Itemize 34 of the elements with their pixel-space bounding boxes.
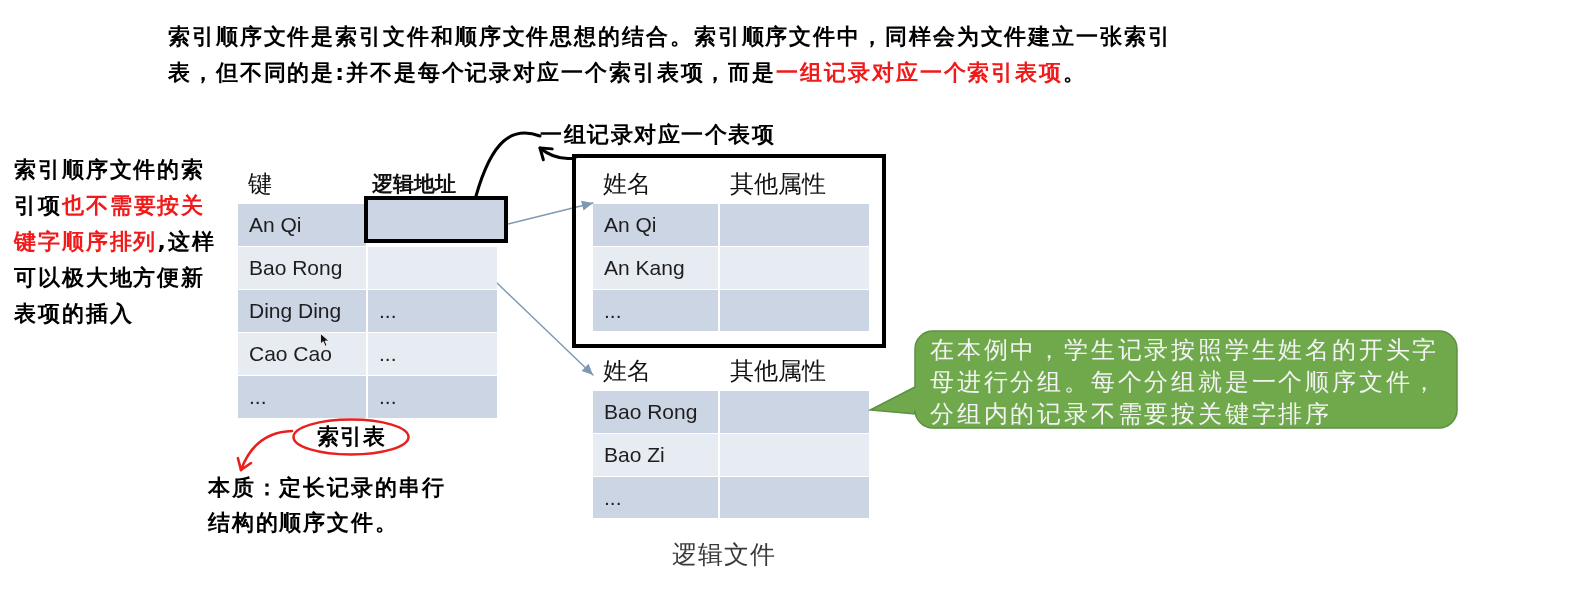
table-cell: An Qi <box>593 204 718 246</box>
note-text: 索引顺序文件的索引项也不需要按关键字顺序排列,这样可以极大地方便新表项的插入 <box>14 156 217 328</box>
description-text: 索引顺序文件是索引文件和顺序文件思想的结合。索引顺序文件中，同样会为文件建立一张索引表，但不同的是:并不是每个记录对应一个索引表项，而是一组记录对应一个索引表项。 <box>168 23 1173 87</box>
table-cell: ... <box>368 376 497 418</box>
column-header: 姓名 <box>603 356 651 387</box>
group-frame <box>572 154 886 348</box>
hand-drawn-line <box>474 131 542 198</box>
table-cell: Ding Ding <box>238 290 366 332</box>
circled-label: 索引表 <box>292 418 410 456</box>
table-cell: ... <box>593 290 718 331</box>
table-cell: Bao Rong <box>593 391 718 433</box>
table-cell: ... <box>368 333 497 375</box>
note-text: 本质：定长记录的串行结构的顺序文件。 <box>208 470 460 540</box>
column-header: 其他属性 <box>730 169 826 200</box>
table-cell: Bao Rong <box>238 247 366 289</box>
speech-bubble: 在本例中，学生记录按照学生姓名的开头字母进行分组。每个分组就是一个顺序文件，分组内的记录不需要按关键字排序 <box>868 330 1459 429</box>
note-text: 一组记录对应一个表项 <box>540 122 775 148</box>
arrow <box>496 282 594 376</box>
column-header: 键 <box>248 169 272 200</box>
column-header: 逻辑地址 <box>372 171 456 198</box>
hand-drawn-arrow <box>237 429 294 472</box>
caption: 逻辑文件 <box>672 539 776 571</box>
table-cell <box>368 247 497 289</box>
table-cell: An Qi <box>238 204 366 246</box>
highlighted-cell <box>364 196 508 243</box>
arrow <box>507 200 594 225</box>
table-cell: ... <box>593 477 718 518</box>
column-header: 姓名 <box>603 169 651 200</box>
table-cell: Bao Zi <box>593 434 718 476</box>
column-header: 其他属性 <box>730 356 826 387</box>
table-cell: ... <box>368 290 497 332</box>
table-cell: ... <box>238 376 366 418</box>
table-cell: Cao Cao <box>238 333 366 375</box>
table-cell: An Kang <box>593 247 718 289</box>
